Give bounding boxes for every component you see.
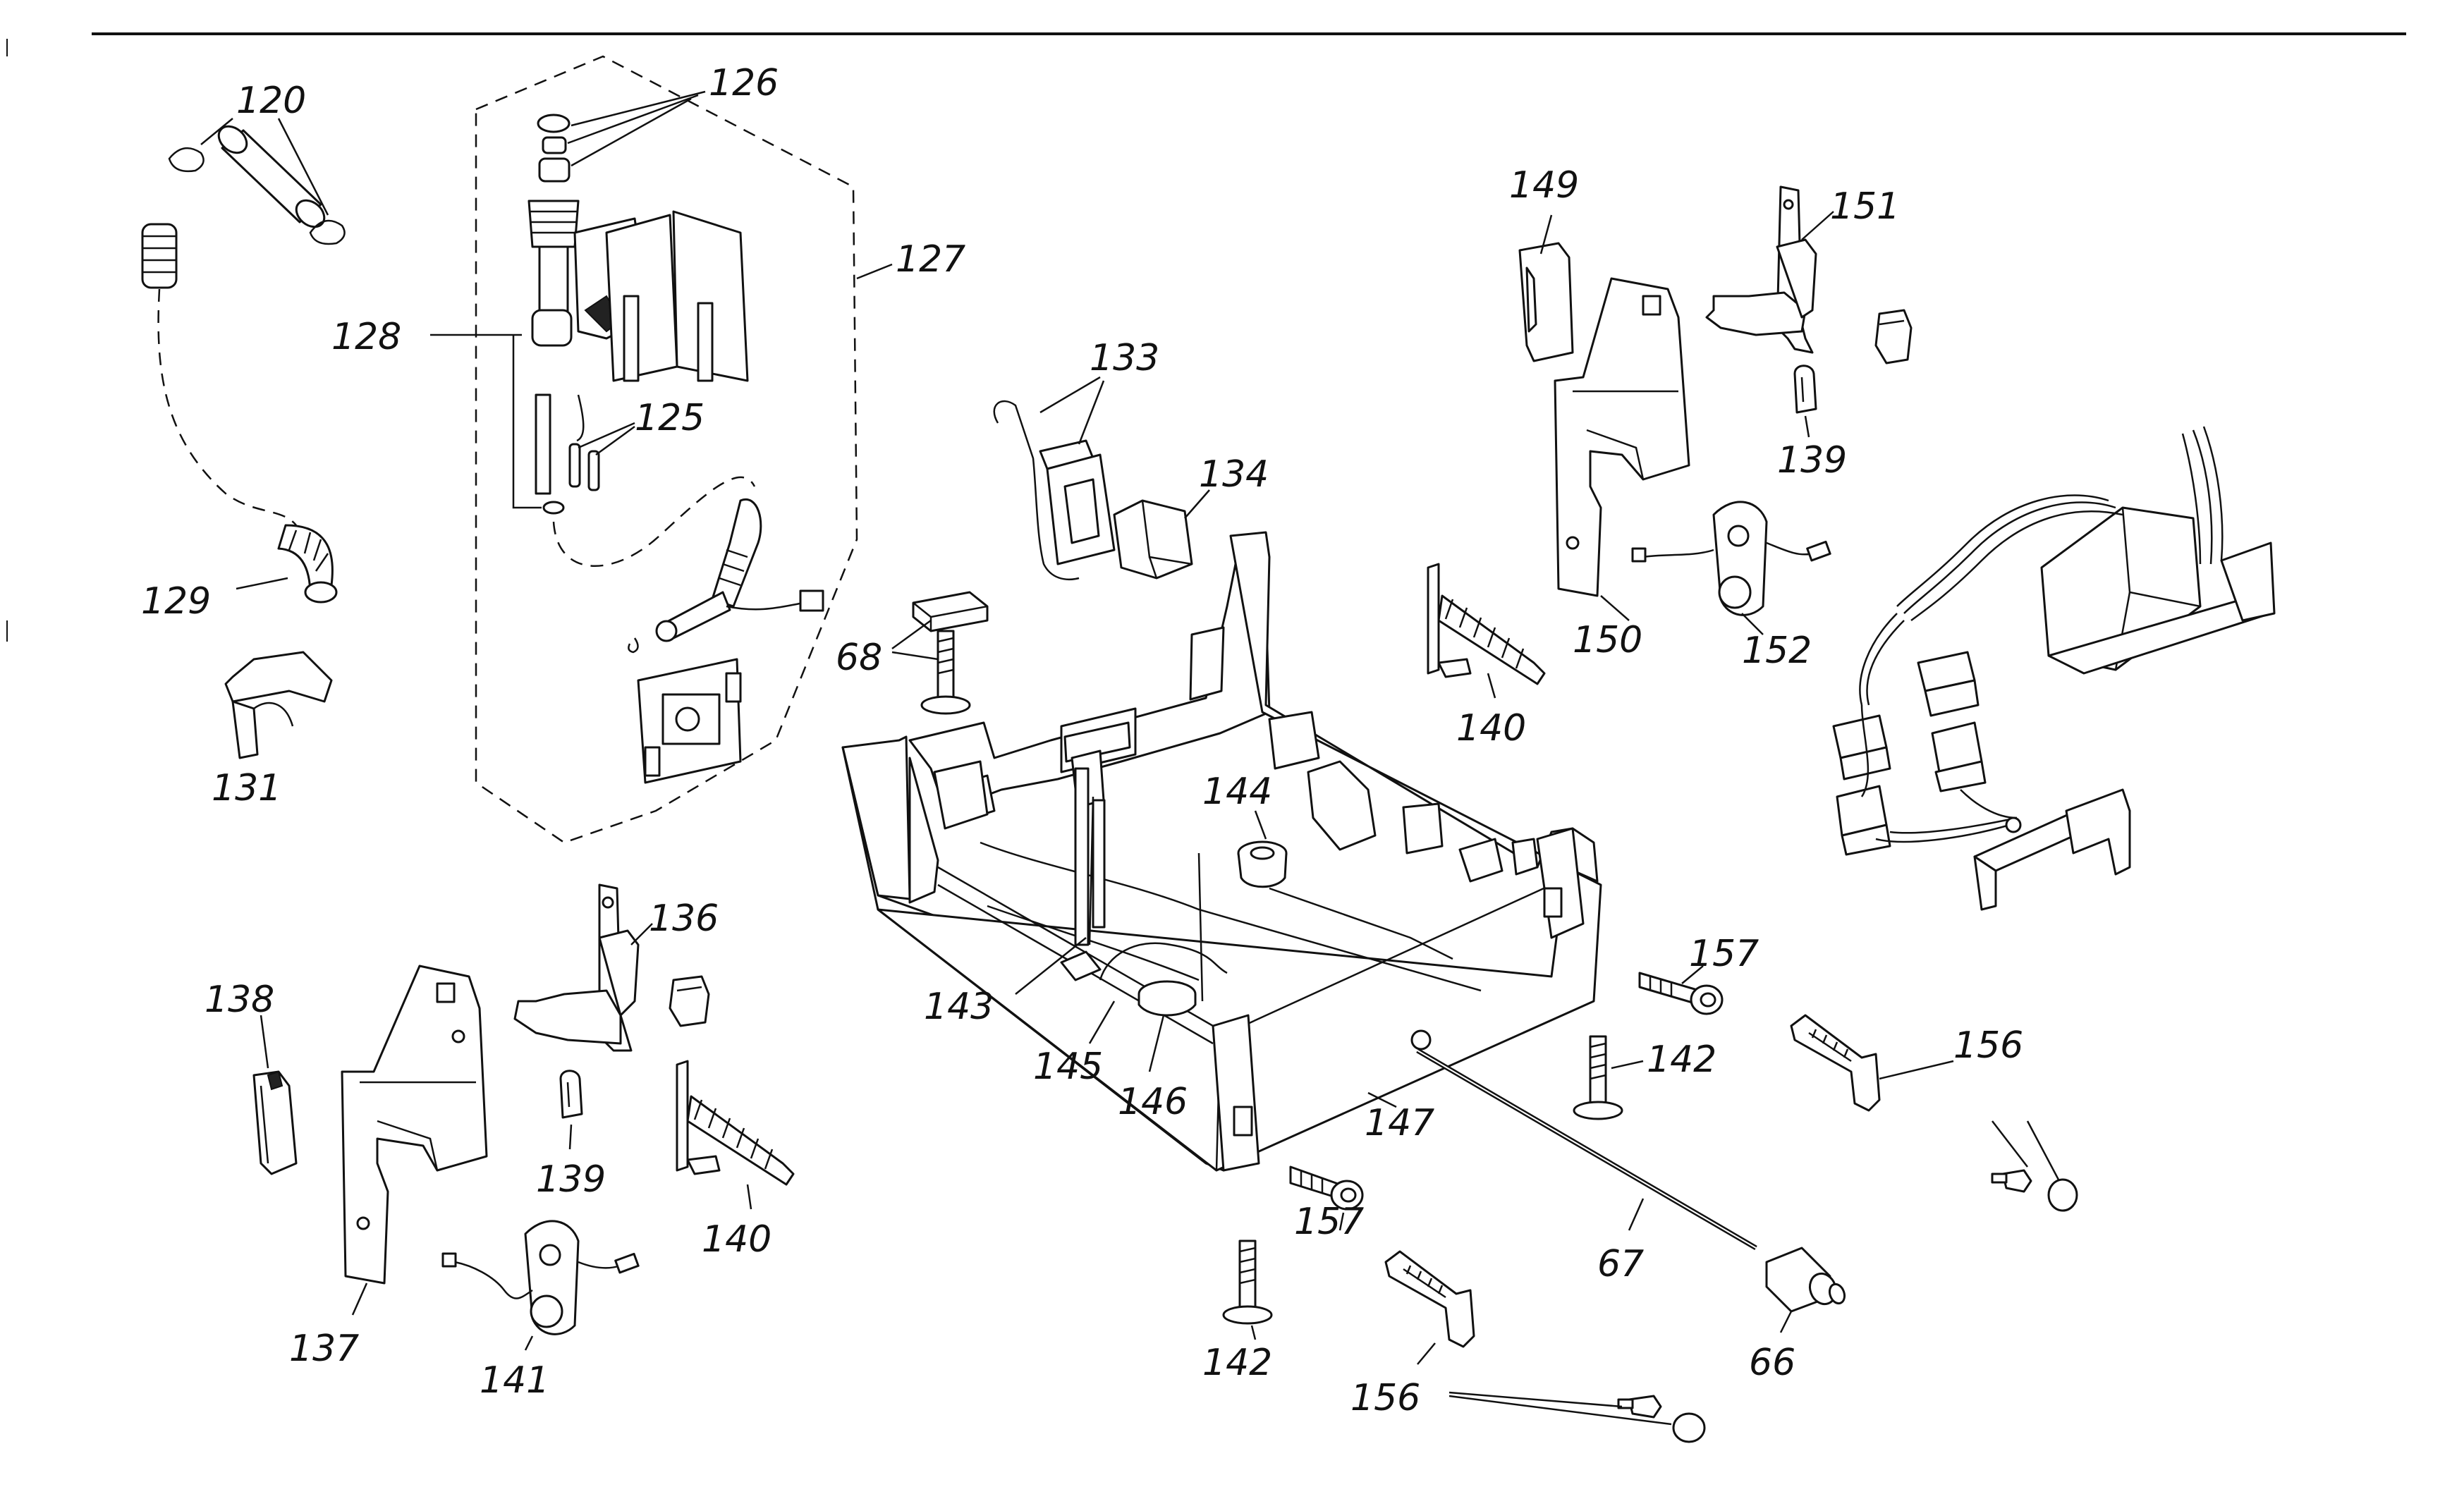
label-126: 126 bbox=[709, 62, 779, 104]
label-147: 147 bbox=[1365, 1102, 1434, 1144]
part-wire-harness bbox=[1832, 426, 2276, 911]
part-139-clip-upper bbox=[1793, 365, 1817, 438]
part-67-rod bbox=[1416, 1048, 1757, 1251]
part-145-cable bbox=[1060, 942, 1228, 1044]
label-139-lower: 139 bbox=[536, 1158, 606, 1201]
part-68-foot bbox=[891, 591, 989, 715]
label-157-lower: 157 bbox=[1294, 1201, 1364, 1243]
part-134-block bbox=[1113, 489, 1210, 580]
label-149: 149 bbox=[1509, 164, 1579, 207]
label-120: 120 bbox=[236, 80, 306, 122]
leader-127 bbox=[856, 263, 893, 280]
label-138: 138 bbox=[205, 979, 274, 1021]
label-142-upper: 142 bbox=[1647, 1039, 1716, 1081]
part-125-pins bbox=[568, 394, 635, 491]
label-131: 131 bbox=[212, 767, 281, 809]
part-156-strip-lower bbox=[1384, 1250, 1706, 1443]
label-144: 144 bbox=[1202, 771, 1272, 813]
label-152: 152 bbox=[1742, 630, 1812, 672]
label-146: 146 bbox=[1118, 1081, 1188, 1123]
part-157-bolt-upper bbox=[1638, 965, 1724, 1015]
label-67: 67 bbox=[1597, 1243, 1644, 1285]
label-134: 134 bbox=[1199, 453, 1269, 496]
part-140-spring-lower bbox=[676, 1060, 795, 1210]
part-140-spring-upper bbox=[1427, 563, 1546, 699]
part-144-ring bbox=[1237, 810, 1288, 888]
part-138-cover bbox=[252, 1015, 298, 1175]
part-146-disc bbox=[1138, 980, 1197, 1072]
part-127-sensor-harness bbox=[552, 476, 824, 784]
part-137-plate bbox=[341, 965, 488, 1316]
part-66-knob bbox=[1765, 1247, 1846, 1333]
part-147-base-tub bbox=[841, 531, 1602, 1172]
label-150: 150 bbox=[1573, 619, 1642, 661]
label-143: 143 bbox=[924, 986, 994, 1028]
label-137: 137 bbox=[289, 1328, 359, 1370]
part-156-strip-upper bbox=[1790, 1014, 2078, 1212]
part-149-bracket bbox=[1518, 214, 1574, 362]
label-127: 127 bbox=[896, 238, 965, 281]
group-127-boundary bbox=[475, 55, 858, 844]
label-156-upper: 156 bbox=[1953, 1024, 2023, 1067]
label-128: 128 bbox=[331, 316, 401, 358]
part-136-small-clip bbox=[669, 975, 710, 1027]
part-157-bolt-lower bbox=[1289, 1165, 1364, 1231]
label-139-upper: 139 bbox=[1777, 439, 1847, 482]
part-143-rail bbox=[1015, 767, 1106, 995]
label-157-upper: 157 bbox=[1689, 933, 1759, 975]
label-142-lower: 142 bbox=[1202, 1342, 1272, 1384]
part-136-bracket bbox=[513, 883, 653, 1052]
part-120-tube bbox=[168, 118, 346, 245]
part-152-actuator bbox=[1631, 501, 1831, 635]
part-133-connector bbox=[993, 376, 1116, 581]
label-129: 129 bbox=[141, 580, 211, 623]
part-128-valve bbox=[430, 200, 749, 515]
label-145: 145 bbox=[1033, 1046, 1103, 1088]
part-142-screw-upper bbox=[1573, 1035, 1644, 1120]
label-140-upper: 140 bbox=[1456, 707, 1526, 749]
label-66: 66 bbox=[1749, 1342, 1795, 1384]
part-126-seals bbox=[537, 90, 706, 183]
label-136: 136 bbox=[649, 898, 719, 940]
part-139-clip-lower bbox=[559, 1070, 583, 1150]
part-150-plate bbox=[1554, 277, 1690, 621]
label-68: 68 bbox=[836, 637, 882, 679]
part-spring-coil bbox=[141, 223, 297, 526]
part-131-clip bbox=[224, 651, 333, 759]
part-142-screw-lower bbox=[1222, 1239, 1273, 1340]
label-156-lower: 156 bbox=[1350, 1377, 1420, 1419]
label-133: 133 bbox=[1090, 337, 1159, 379]
label-125: 125 bbox=[635, 397, 705, 439]
part-141-actuator bbox=[441, 1220, 640, 1351]
label-140-lower: 140 bbox=[702, 1218, 771, 1261]
label-141: 141 bbox=[480, 1359, 549, 1402]
part-151-small-clip bbox=[1874, 309, 1913, 365]
part-151-bracket bbox=[1705, 185, 1834, 354]
label-151: 151 bbox=[1830, 185, 1900, 228]
part-129-hose bbox=[236, 524, 338, 604]
